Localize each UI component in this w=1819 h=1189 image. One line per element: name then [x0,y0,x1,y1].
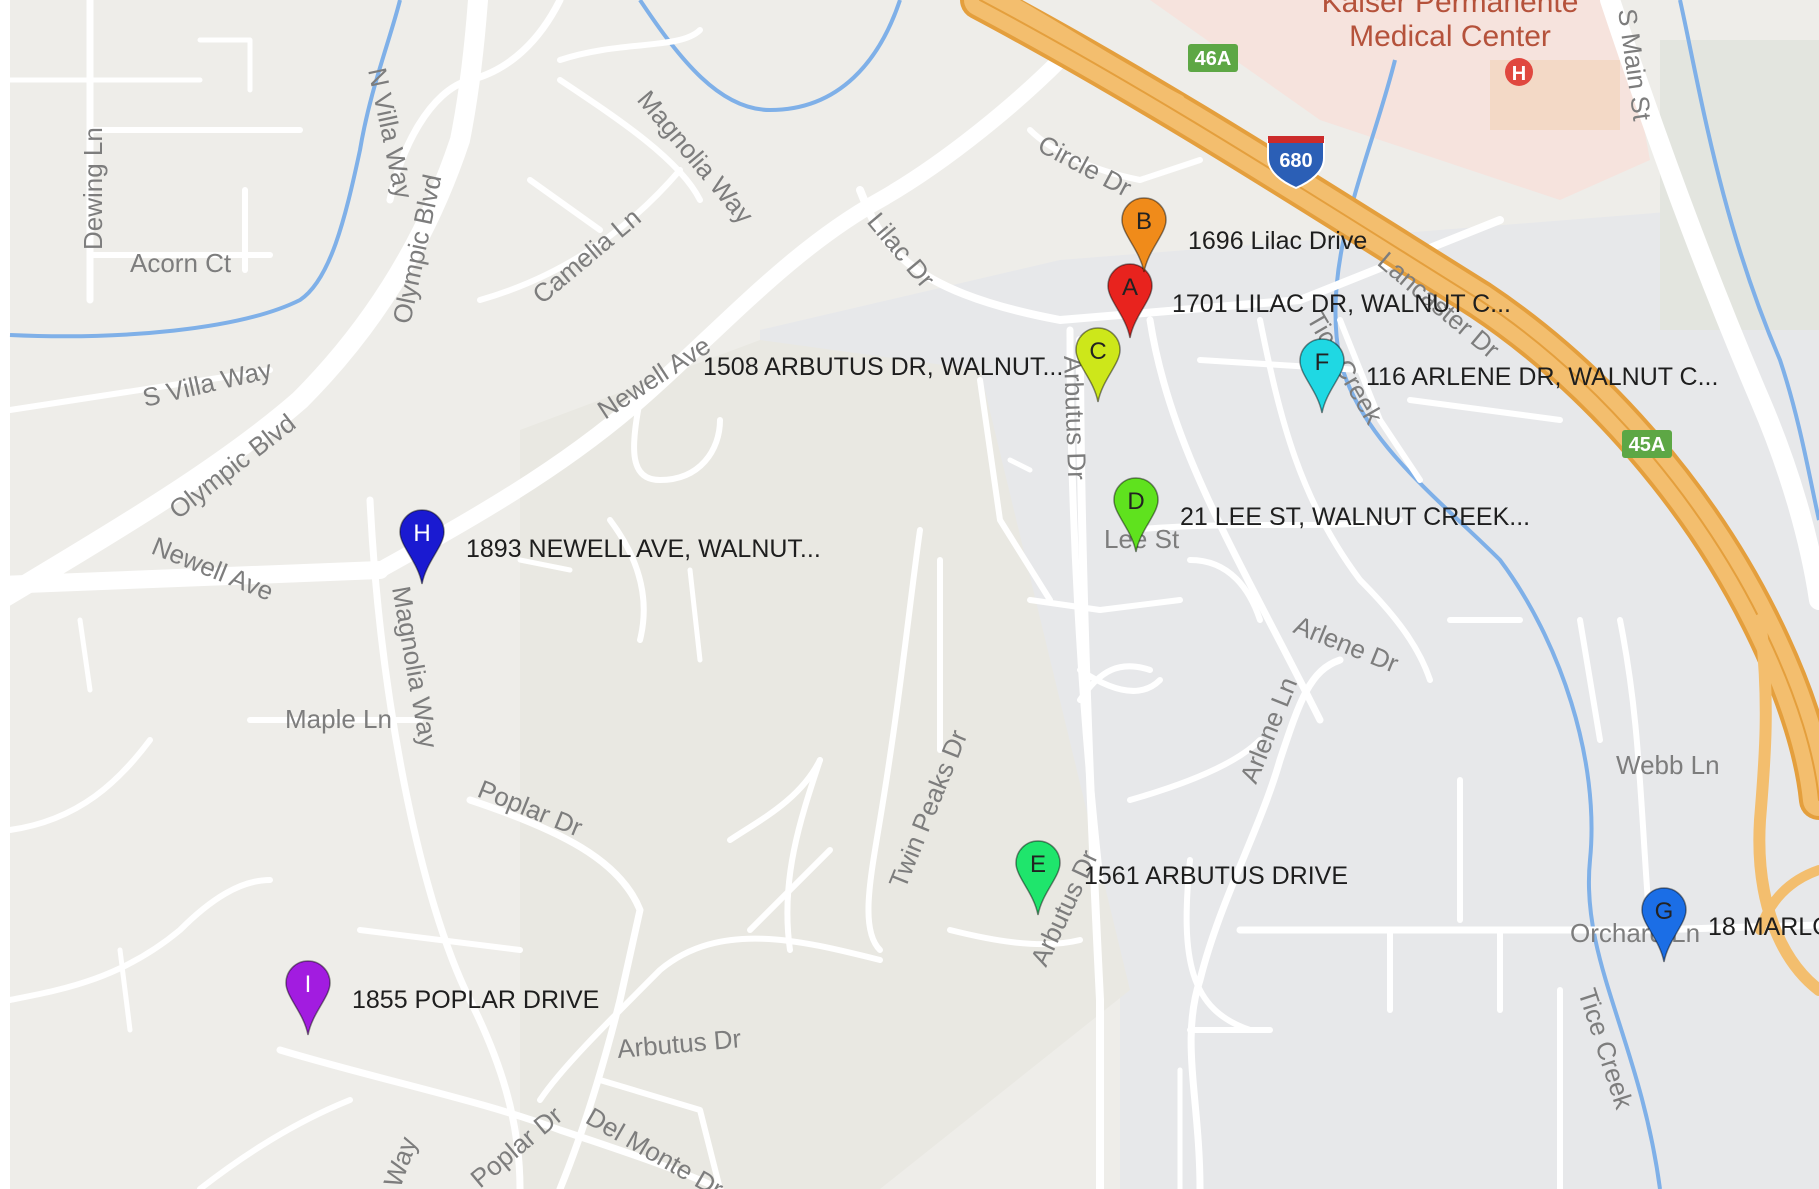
street-label-acorn-ct: Acorn Ct [130,248,232,278]
marker-address-label: 18 MARLO [1708,913,1819,941]
marker-pin-icon[interactable] [1015,840,1061,916]
creek-west [9,0,402,339]
marker-address-label: 21 LEE ST, WALNUT CREEK... [1180,503,1530,531]
marker-pin-icon[interactable] [285,960,331,1036]
creek-north [638,0,902,113]
street-label-webb-ln: Webb Ln [1616,750,1720,780]
marker-letter: F [1315,349,1330,376]
svg-text:45A: 45A [1629,434,1666,456]
exit-46a-shield: 46A [1188,44,1238,72]
marker-address-label: 1701 LILAC DR, WALNUT C... [1172,290,1511,318]
interstate-680-shield: 680 [1267,136,1325,190]
street-label-dewing-ln: Dewing Ln [78,127,108,250]
map-marker-c[interactable]: C 1508 ARBUTUS DR, WALNUT... [703,327,1121,403]
marker-letter: A [1122,274,1138,301]
svg-text:46A: 46A [1195,48,1232,70]
marker-letter: G [1655,898,1674,925]
marker-letter: E [1030,851,1046,878]
marker-pin-icon[interactable] [1299,338,1345,414]
marker-letter: I [305,971,312,998]
creek-east [1678,0,1819,521]
map-marker-a[interactable]: A 1701 LILAC DR, WALNUT C... [1107,263,1511,339]
marker-letter: H [413,520,430,547]
street-label-arbutus-dr-north: Arbutus Dr [1058,355,1092,481]
marker-address-label: 1561 ARBUTUS DRIVE [1084,862,1348,890]
interstate-680 [960,0,1819,996]
map-marker-b[interactable]: B 1696 Lilac Drive [1121,197,1367,273]
marker-pin-icon[interactable] [1113,477,1159,553]
marker-address-label: 1893 NEWELL AVE, WALNUT... [466,535,821,563]
map-marker-e[interactable]: E 1561 ARBUTUS DRIVE [1015,840,1348,916]
marker-pin-icon[interactable] [399,509,445,585]
map-marker-g[interactable]: G 18 MARLO [1641,887,1819,963]
marker-pin-icon[interactable] [1121,197,1167,273]
markers-layer: A 1701 LILAC DR, WALNUT C... B 1696 Lilac D… [285,197,1819,1036]
map-marker-h[interactable]: H 1893 NEWELL AVE, WALNUT... [399,509,821,585]
tice-creek [1333,59,1662,1189]
map-marker-f[interactable]: F 116 ARLENE DR, WALNUT C... [1299,338,1718,414]
marker-letter: B [1136,208,1152,235]
svg-text:H: H [1512,63,1526,85]
marker-address-label: 1508 ARBUTUS DR, WALNUT... [703,353,1063,381]
marker-address-label: 1696 Lilac Drive [1188,227,1367,255]
street-label-maple-ln: Maple Ln [285,704,392,734]
map-marker-i[interactable]: I 1855 POPLAR DRIVE [285,960,599,1036]
svg-text:680: 680 [1279,150,1312,172]
marker-address-label: 1855 POPLAR DRIVE [352,986,599,1014]
marker-pin-icon[interactable] [1641,887,1687,963]
green-area [520,340,1130,1189]
marker-letter: D [1127,488,1144,515]
water-features [9,0,1819,1189]
hospital-icon[interactable]: H [1505,58,1533,86]
hospital-area [1150,0,1650,200]
marker-pin-icon[interactable] [1107,263,1153,339]
hospital-name-line1: Kaiser Permanente [1322,0,1579,19]
hospital-name-line2: Medical Center [1349,20,1551,53]
local-roads [7,0,1819,1189]
marker-address-label: 116 ARLENE DR, WALNUT C... [1366,363,1718,391]
east-block [1660,40,1819,330]
major-roads [372,0,1819,610]
marker-letter: C [1089,338,1106,365]
marker-pin-icon[interactable] [1075,327,1121,403]
exit-45a-shield: 45A [1622,430,1672,458]
map-marker-d[interactable]: D 21 LEE ST, WALNUT CREEK... [1113,477,1530,553]
